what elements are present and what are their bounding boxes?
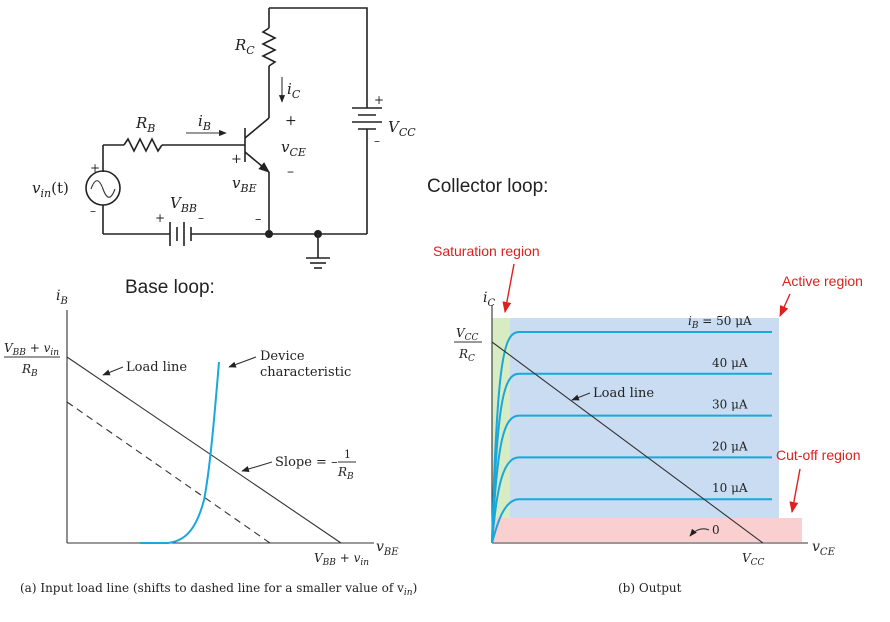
annotation-device-2: characteristic: [260, 365, 351, 380]
output-characteristic-chart: iC vCE VCC RC VCC iB = 50 μA 40 μA 30 μA 20…: [433, 243, 863, 595]
slope-denominator: RB: [337, 465, 354, 482]
cutoff-region-fill: [492, 518, 802, 542]
sine-icon: [90, 180, 116, 198]
annotation-slope: Slope = –: [275, 455, 338, 470]
heading-collector-loop: Collector loop:: [427, 176, 548, 197]
curve-label: iB = 50 μA: [688, 314, 752, 331]
label-rc: RC: [234, 36, 255, 57]
axis-label-vbe: vBE: [376, 539, 399, 558]
vin-plus: +: [90, 161, 100, 175]
transistor-emitter-leg: [244, 151, 270, 173]
vcc-plus: +: [374, 93, 384, 107]
transistor-collector-leg: [244, 117, 270, 139]
vin-minus: –: [90, 204, 96, 218]
heading-base-loop: Base loop:: [125, 277, 215, 298]
axis-label-ib: iB: [56, 288, 68, 307]
input-load-line-chart: iB vBE VBB + vin RB VBB + vin Load line …: [4, 288, 417, 598]
label-cutoff-region: Cut-off region: [776, 447, 861, 463]
label-vce: vCE: [281, 138, 306, 159]
label-saturation-region: Saturation region: [433, 243, 540, 259]
annotation-device-1: Device: [260, 349, 305, 364]
circuit-schematic: RC RB iB iC + vCE – + vBE – VCC + – VBB …: [32, 7, 416, 269]
load-line: [491, 341, 764, 544]
caption-input: (a) Input load line (shifts to dashed li…: [20, 581, 417, 598]
label-rb: RB: [135, 114, 155, 135]
y-intercept-numerator: VBB + vin: [4, 341, 59, 358]
label-active-region: Active region: [782, 273, 863, 289]
x-intercept-vcc: VCC: [742, 551, 765, 568]
label-ib: iB: [198, 112, 211, 133]
vcc-minus: –: [374, 134, 380, 148]
ic-curve: [491, 456, 772, 544]
curve-label: 10 μA: [712, 481, 748, 495]
annotation-load-line: Load line: [593, 386, 654, 401]
curve-label: 0: [712, 523, 720, 537]
curve-label: 30 μA: [712, 398, 748, 412]
resistor-rb: [123, 137, 163, 153]
ic-curve: [491, 498, 772, 544]
label-vbe: vBE: [232, 174, 257, 195]
axis-label-ic: iC: [483, 290, 495, 309]
resistor-rc: [261, 27, 277, 67]
curve-label: 40 μA: [712, 356, 748, 370]
vbb-plus: +: [155, 211, 165, 225]
ic-curve: [491, 372, 772, 544]
load-line: [66, 356, 342, 544]
vbe-minus: –: [255, 212, 262, 227]
slope-numerator: 1: [344, 448, 351, 461]
label-vbb: VBB: [170, 194, 197, 215]
vce-plus: +: [285, 113, 297, 129]
y-intercept-denominator: RB: [21, 362, 38, 379]
device-characteristic-curve: [140, 361, 220, 544]
vce-minus: –: [287, 164, 294, 180]
label-vin: vin(t): [32, 179, 69, 200]
junction-dot: [265, 230, 273, 238]
curve-label: 20 μA: [712, 439, 748, 453]
caption-output: (b) Output: [618, 581, 682, 595]
ic-curve: [491, 414, 772, 544]
y-intercept-denominator: RC: [458, 347, 475, 364]
label-vcc: VCC: [388, 118, 416, 139]
load-line-dashed: [66, 401, 271, 544]
annotation-load-line: Load line: [126, 360, 187, 375]
y-intercept-numerator: VCC: [456, 326, 479, 343]
collector-curves: iB = 50 μA 40 μA 30 μA 20 μA 10 μA 0: [491, 314, 772, 544]
x-intercept-label: VBB + vin: [314, 551, 369, 568]
axis-label-vce: vCE: [812, 539, 836, 558]
wire-top: [269, 7, 368, 100]
active-region-fill: [510, 318, 779, 518]
vbb-minus: –: [198, 211, 204, 225]
vbe-plus: +: [231, 152, 242, 167]
label-ic: iC: [287, 80, 301, 101]
